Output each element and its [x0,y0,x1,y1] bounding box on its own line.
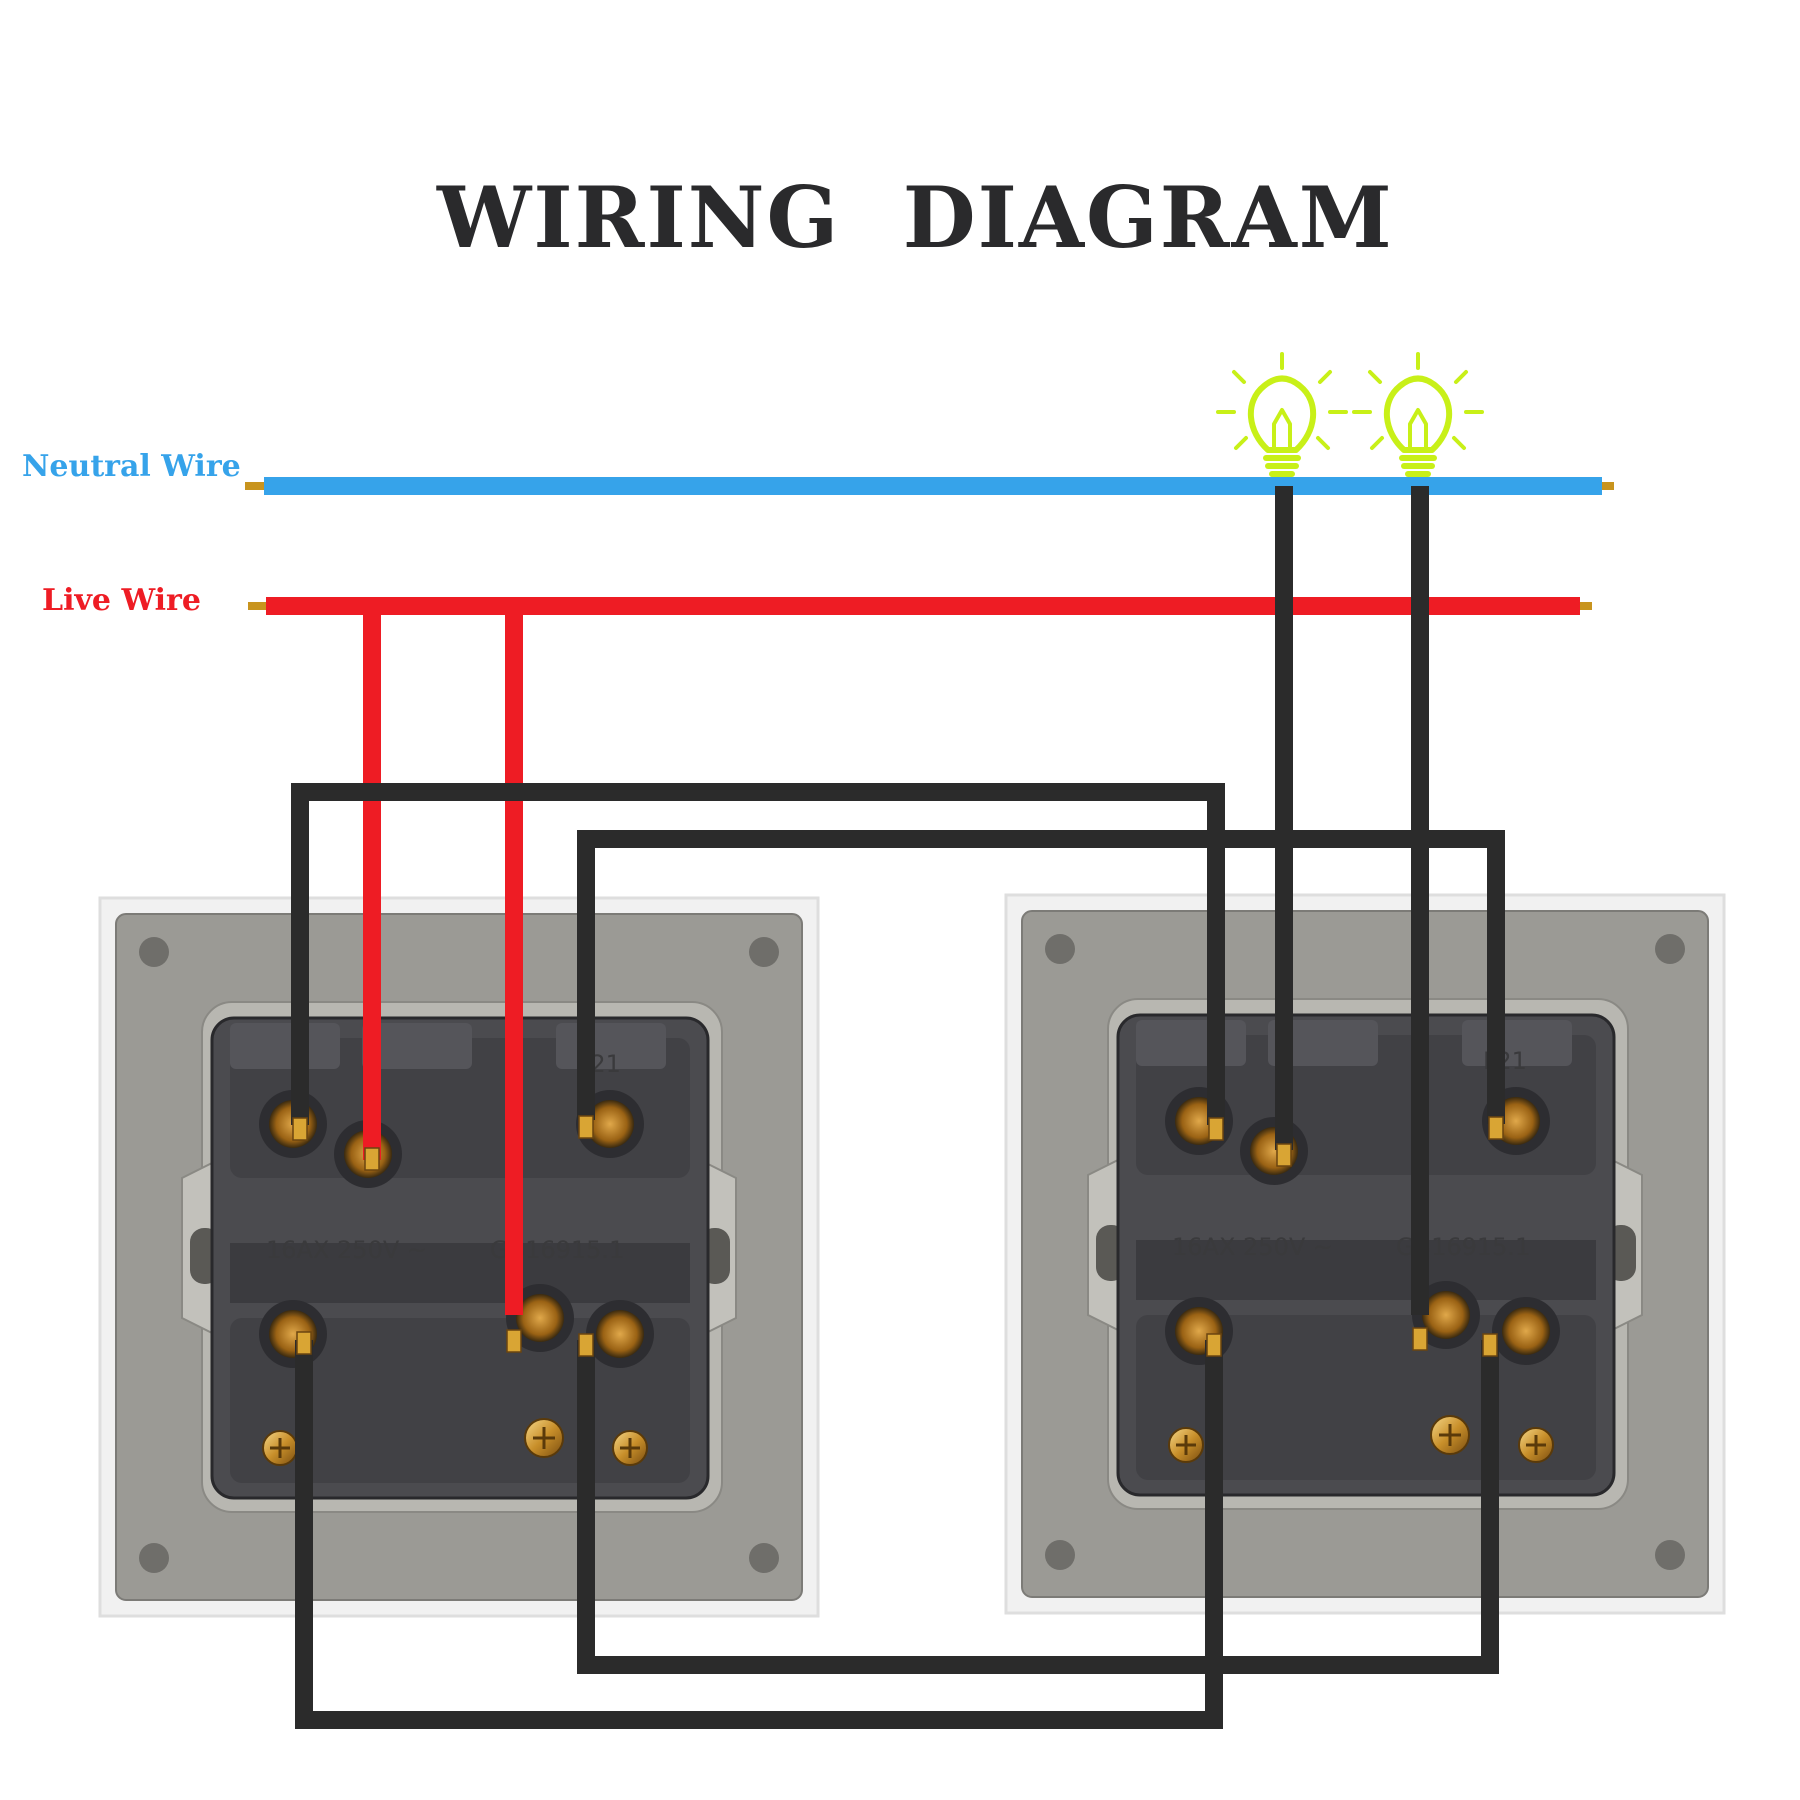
light-bulb-icon [1354,354,1482,474]
live-feed-wires [363,606,523,1315]
left-switch-rating: 16AX 250V ~ [266,1236,427,1264]
live-wire [248,597,1592,615]
lamp-wires [1275,486,1429,1315]
traveller-wires [291,783,1505,1729]
diagram-title: WIRING DIAGRAM [436,168,1394,267]
neutral-wire-label: Neutral Wire [22,449,241,484]
live-wire-label: Live Wire [42,583,201,618]
neutral-wire [245,477,1614,495]
light-bulb-icon [1218,354,1346,474]
switch-plate-right [1004,893,1726,1615]
switch-plate-left [98,896,820,1618]
wire-terminals [292,1115,1504,1357]
right-switch-rating: 16AX 250V ~ [1172,1233,1333,1261]
